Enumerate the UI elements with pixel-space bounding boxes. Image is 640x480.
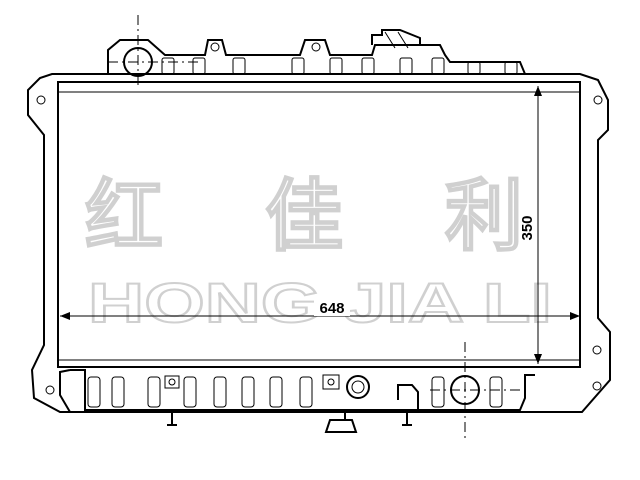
mount-hole-right-mid bbox=[592, 345, 602, 355]
bottom-tank-pockets bbox=[87, 374, 503, 408]
watermark: 红 佳 利 HONG JIA LI bbox=[84, 171, 553, 335]
drain-plug bbox=[324, 375, 419, 433]
mount-hole-bottom-right bbox=[592, 381, 602, 391]
bottom-pin-left bbox=[167, 410, 177, 426]
watermark-char-2: 佳 bbox=[265, 172, 343, 262]
bottom-pin-right bbox=[402, 410, 412, 426]
mount-hole-top-right bbox=[593, 95, 603, 105]
top-tank-hole-2 bbox=[311, 42, 321, 52]
mount-hole-top-left bbox=[36, 95, 46, 105]
watermark-latin: HONG JIA LI bbox=[88, 271, 552, 334]
watermark-char-1: 红 bbox=[85, 172, 163, 262]
height-dimension: 350 bbox=[519, 86, 542, 364]
bottom-tank bbox=[59, 369, 535, 413]
top-tank bbox=[107, 29, 526, 77]
radiator-core bbox=[57, 81, 581, 368]
top-tank-hole-1 bbox=[210, 42, 220, 52]
top-tank-pockets bbox=[161, 57, 518, 75]
height-dimension-label: 350 bbox=[519, 215, 536, 240]
width-dimension-label: 648 bbox=[319, 300, 344, 317]
radiator-outer-frame bbox=[27, 73, 611, 413]
drain-nozzle bbox=[324, 412, 358, 433]
filler-neck-detail bbox=[384, 31, 409, 49]
filler-neck bbox=[371, 29, 421, 45]
mount-hole-bottom-left bbox=[45, 385, 55, 395]
watermark-char-3: 利 bbox=[445, 172, 523, 262]
width-dimension: 648 bbox=[60, 300, 580, 320]
